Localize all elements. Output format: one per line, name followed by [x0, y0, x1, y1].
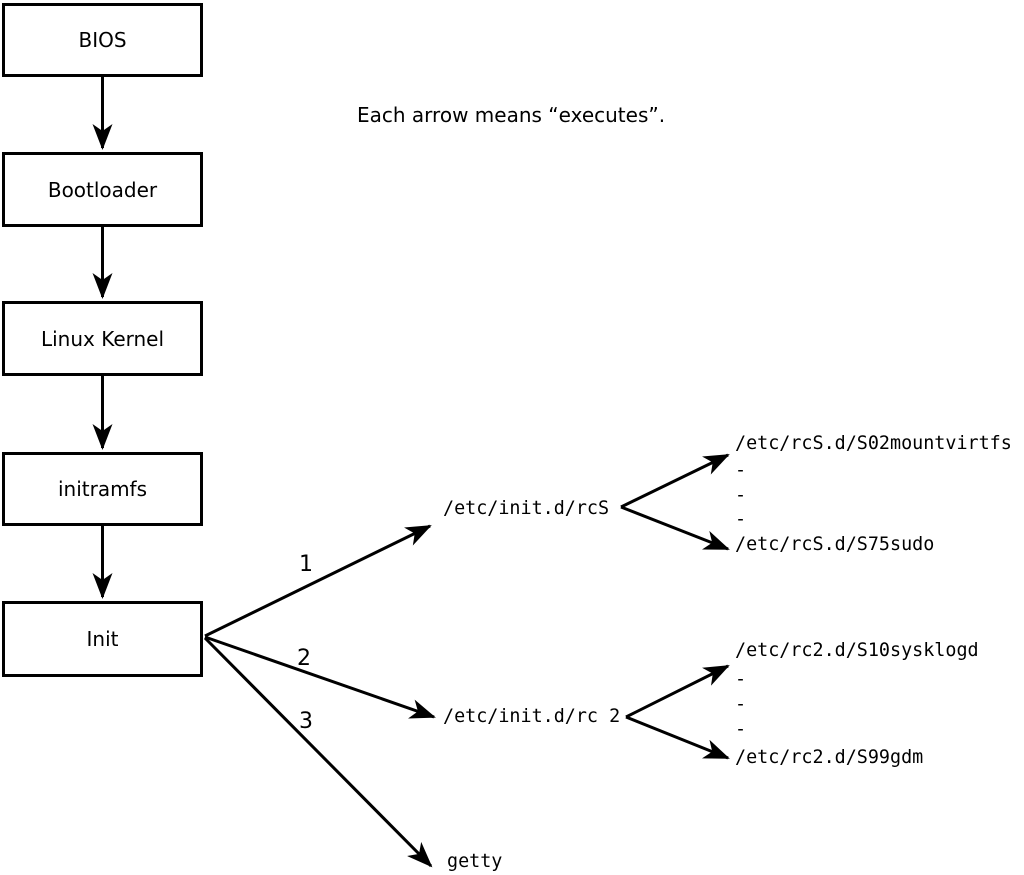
- ellipsis-dash: -: [735, 669, 747, 690]
- arrow-rcs-to-s02mountvirtfs: [620, 453, 730, 509]
- path-label-s75sudo: /etc/rcS.d/S75sudo: [735, 534, 935, 555]
- node-init: Init: [2, 601, 203, 677]
- branch-number-3: 3: [299, 709, 313, 734]
- arrow-rc2-to-s10sysklogd: [625, 664, 730, 719]
- branch-number-1: 1: [299, 552, 313, 577]
- ellipsis-dash: -: [735, 485, 747, 506]
- path-label-s10sysklogd: /etc/rc2.d/S10sysklogd: [735, 640, 979, 661]
- node-label-initramfs: initramfs: [57, 477, 148, 501]
- arrow-rcs-to-s75sudo: [620, 505, 730, 551]
- legend-note: Each arrow means “executes”.: [357, 103, 666, 127]
- node-linux-kernel: Linux Kernel: [2, 301, 203, 376]
- node-initramfs: initramfs: [2, 452, 203, 526]
- ellipsis-dash: -: [735, 719, 747, 740]
- branch-number-2: 2: [297, 646, 311, 671]
- path-label-init-d-rcs: /etc/init.d/rcS: [443, 498, 610, 519]
- path-label-s02mountvirtfs: /etc/rcS.d/S02mountvirtfs: [735, 433, 1012, 454]
- ellipsis-dash: -: [735, 694, 747, 715]
- arrow-init-to-rc2: [204, 635, 436, 719]
- path-label-getty: getty: [447, 851, 503, 872]
- node-label-init: Init: [86, 627, 119, 651]
- arrow-init-to-getty: [203, 636, 433, 868]
- node-label-bios: BIOS: [78, 28, 127, 52]
- arrow-init-to-rcs: [204, 524, 432, 638]
- arrow-rc2-to-s99gdm: [625, 715, 730, 760]
- node-bios: BIOS: [2, 3, 203, 77]
- path-label-s99gdm: /etc/rc2.d/S99gdm: [735, 747, 924, 768]
- ellipsis-dash: -: [735, 509, 747, 530]
- node-bootloader: Bootloader: [2, 152, 203, 227]
- path-label-init-d-rc2: /etc/init.d/rc 2: [443, 706, 621, 727]
- ellipsis-dash: -: [735, 460, 747, 481]
- node-label-bootloader: Bootloader: [47, 177, 158, 202]
- node-label-linux-kernel: Linux Kernel: [40, 326, 165, 351]
